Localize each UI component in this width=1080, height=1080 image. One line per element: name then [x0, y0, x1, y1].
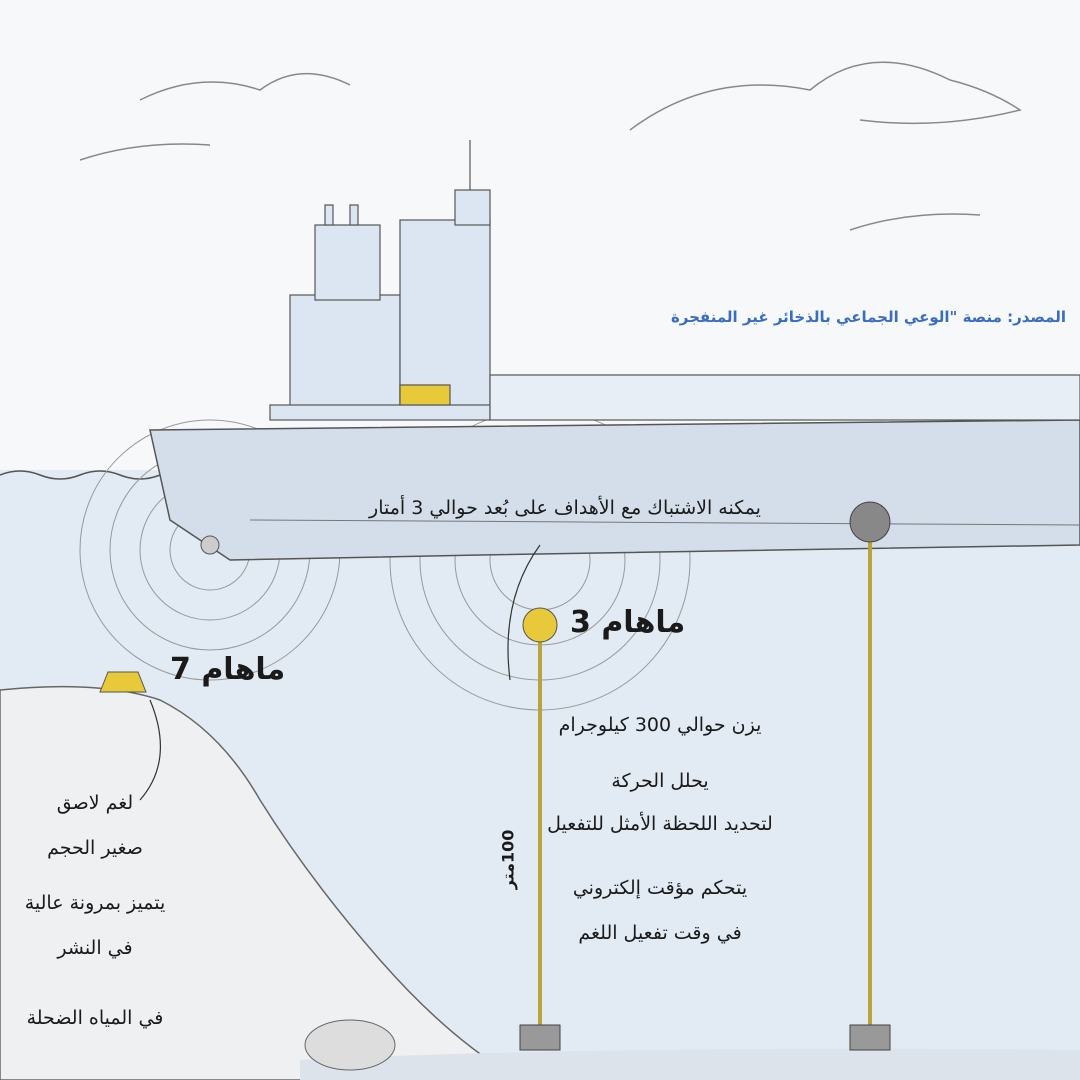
maham7-line-3: يتميز بمرونة عالية — [24, 892, 166, 914]
ship-superstructure — [269, 140, 1080, 421]
maham7-mine-icon — [99, 671, 147, 693]
maham3-analysis-2: لتحديد اللحظة الأمثل للتفعيل — [547, 813, 773, 835]
source-caption: المصدر: منصة "الوعي الجماعي بالذخائر غير… — [670, 308, 1066, 326]
maham7-line-5: في المياه الضحلة — [26, 1007, 164, 1029]
arrow-icon — [507, 544, 541, 681]
seafloor — [300, 1048, 1080, 1080]
maham7-line-2: صغير الحجم — [47, 837, 143, 859]
anchor — [519, 1024, 561, 1051]
anchor — [849, 1024, 891, 1051]
maham3-analysis-1: يحلل الحركة — [611, 770, 709, 792]
maham3-timer-1: يتحكم مؤقت إلكتروني — [572, 877, 748, 899]
maham3-weight: يزن حوالي 300 كيلوجرام — [558, 714, 762, 736]
depth-label: 100متر — [498, 829, 518, 890]
maham3-mine-icon — [522, 607, 558, 643]
maham7-line-1: لغم لاصق — [56, 792, 134, 814]
propeller-icon — [200, 535, 220, 555]
arrow-icon — [139, 699, 161, 801]
ship-hull — [149, 419, 1080, 561]
moored-mine-icon — [849, 501, 891, 543]
maham7-line-4: في النشر — [57, 937, 133, 959]
maham7-title: ماهام 7 — [170, 652, 286, 687]
maham3-timer-2: في وقت تفعيل اللغم — [578, 922, 742, 944]
clouds — [79, 61, 1022, 231]
range-note: يمكنه الاشتباك مع الأهداف على بُعد حوالي… — [369, 497, 761, 519]
maham3-title: ماهام 3 — [570, 605, 686, 640]
